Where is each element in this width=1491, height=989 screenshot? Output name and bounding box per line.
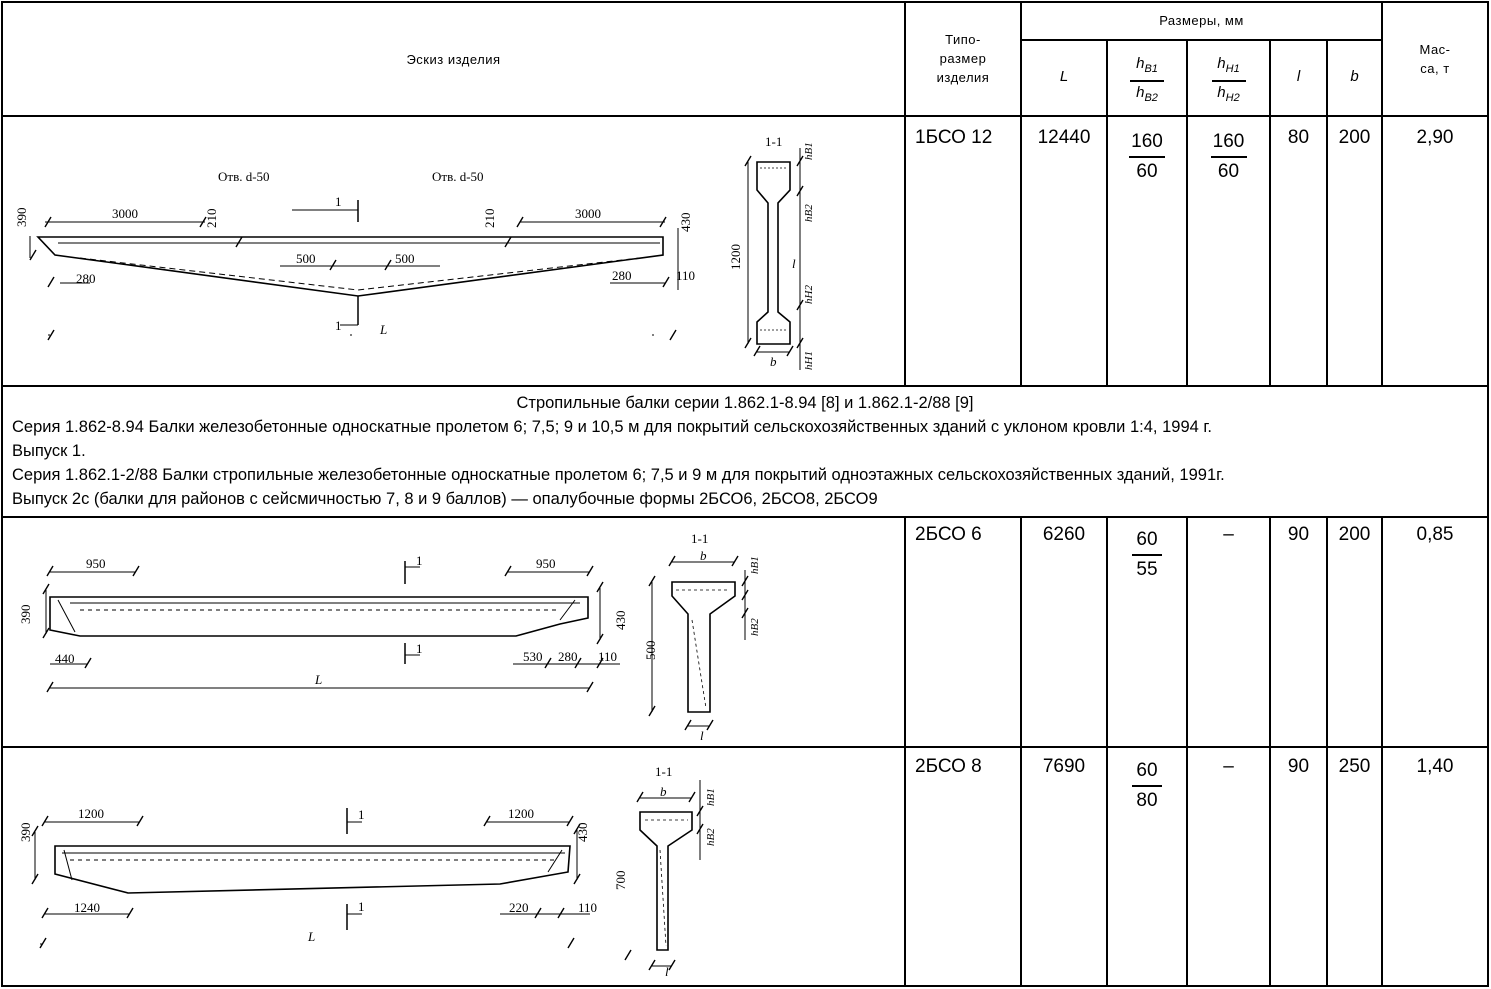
row1-hH2: 60 [1217, 161, 1240, 182]
header-dimensions: Размеры, мм [1159, 13, 1244, 28]
notes-line4: Выпуск 2с (балки для районов с сейсмично… [12, 490, 878, 508]
notes-line1: Серия 1.862-8.94 Балки железобетонные од… [12, 418, 1212, 436]
row1-type: 1БСО 12 [915, 127, 993, 148]
row2-hB2: 55 [1136, 559, 1158, 580]
row3-hH: – [1223, 756, 1234, 777]
notes-line3: Серия 1.862.1-2/88 Балки стропильные жел… [12, 466, 1225, 484]
row3-type: 2БСО 8 [915, 756, 982, 777]
row2-hH: – [1223, 524, 1234, 545]
row1-hB1: 160 [1131, 131, 1163, 152]
header-col-hH2: hH2 [1217, 84, 1240, 104]
row1-hB: 160 60 [1107, 128, 1187, 186]
header-type-size-line2: размер [939, 51, 987, 66]
header-col-hB: hB1 hB2 [1107, 53, 1187, 109]
row2-b: 200 [1338, 524, 1371, 545]
header-mass: Мас- са, т [1382, 40, 1488, 78]
header-type-size: Типо- размер изделия [905, 30, 1021, 87]
row2-hB1: 60 [1136, 529, 1158, 550]
notes-line2: Выпуск 1. [12, 442, 86, 460]
row3-mass: 1,40 [1416, 756, 1454, 777]
header-col-hH: hH1 hH2 [1187, 53, 1270, 109]
row2-type: 2БСО 6 [915, 524, 982, 545]
row3-hB2: 80 [1136, 790, 1158, 811]
row1-hB2: 60 [1136, 161, 1158, 182]
header-mass-line2: са, т [1420, 61, 1450, 76]
header-col-hB1: hB1 [1136, 55, 1158, 75]
header-sketch: Эскиз изделия [406, 52, 501, 67]
row1-hH: 160 60 [1187, 128, 1270, 186]
row2-L: 6260 [1042, 524, 1086, 545]
header-col-l: l [1296, 68, 1301, 85]
row3-b: 250 [1338, 756, 1371, 777]
header-mass-line1: Мас- [1419, 42, 1451, 57]
row3-l: 90 [1287, 756, 1310, 777]
header-col-hB2: hB2 [1136, 84, 1158, 104]
row2-mass: 0,85 [1416, 524, 1454, 545]
header-col-hH1: hH1 [1217, 55, 1240, 75]
row1-L: 12440 [1037, 127, 1091, 148]
header-col-b: b [1350, 68, 1359, 85]
row3-hB: 60 80 [1107, 757, 1187, 815]
row1-mass: 2,90 [1416, 127, 1454, 148]
row3-L: 7690 [1042, 756, 1086, 777]
header-type-size-line1: Типо- [945, 32, 981, 47]
notes-title: Стропильные балки серии 1.862.1-8.94 [8]… [516, 394, 974, 412]
row1-b: 200 [1338, 127, 1371, 148]
row2-hB: 60 55 [1107, 526, 1187, 584]
row1-l: 80 [1287, 127, 1310, 148]
row1-hH1: 160 [1212, 131, 1245, 152]
header-col-L: L [1059, 68, 1069, 85]
row3-hB1: 60 [1136, 760, 1158, 781]
header-type-size-line3: изделия [936, 70, 990, 85]
row2-l: 90 [1287, 524, 1310, 545]
